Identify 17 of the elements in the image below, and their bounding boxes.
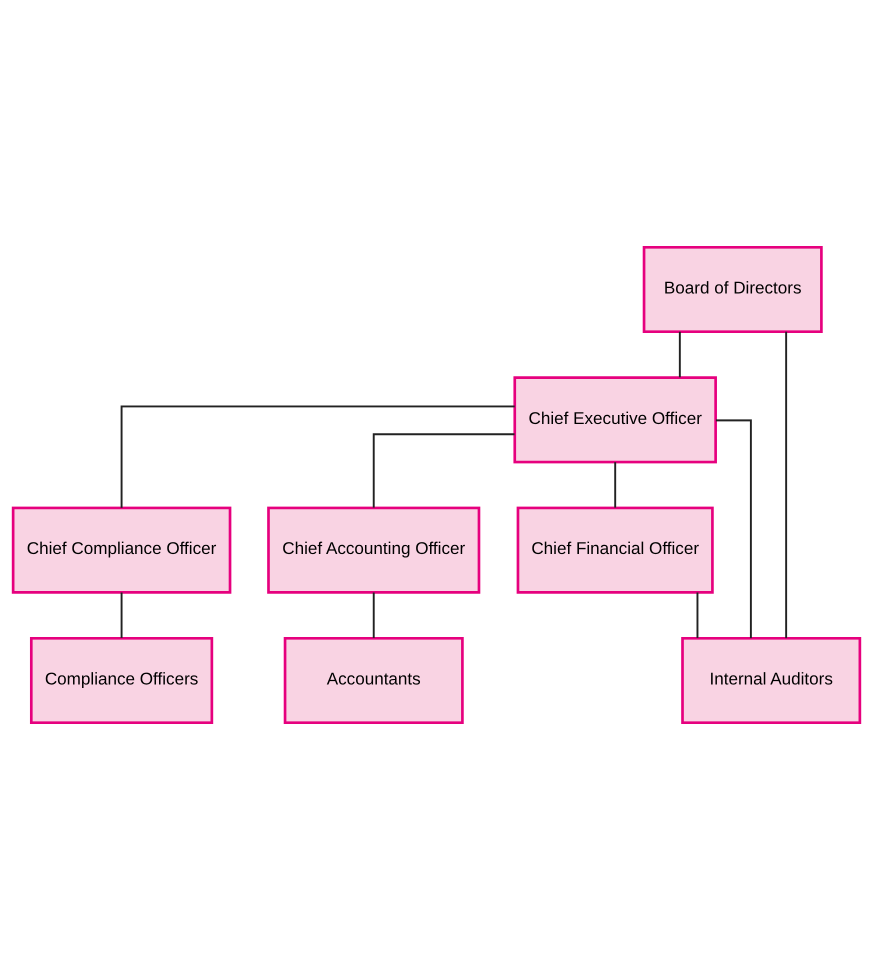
- node-box: Chief Compliance Officer: [12, 506, 232, 594]
- node-box: Accountants: [284, 636, 464, 724]
- node-box: Chief Accounting Officer: [267, 506, 480, 594]
- node-box: Compliance Officers: [30, 636, 214, 724]
- connector: [716, 418, 752, 638]
- node-box: Chief Executive Officer: [513, 376, 717, 463]
- connector: [696, 592, 698, 638]
- node-box: Internal Auditors: [681, 636, 862, 724]
- connector: [372, 592, 375, 638]
- connector: [614, 462, 616, 508]
- connector: [785, 331, 788, 638]
- connector: [678, 331, 681, 377]
- connector: [120, 592, 123, 638]
- node-box: Board of Directors: [642, 245, 823, 333]
- node-box: Chief Financial Officer: [516, 506, 714, 594]
- connector: [120, 405, 515, 508]
- connector: [372, 432, 515, 508]
